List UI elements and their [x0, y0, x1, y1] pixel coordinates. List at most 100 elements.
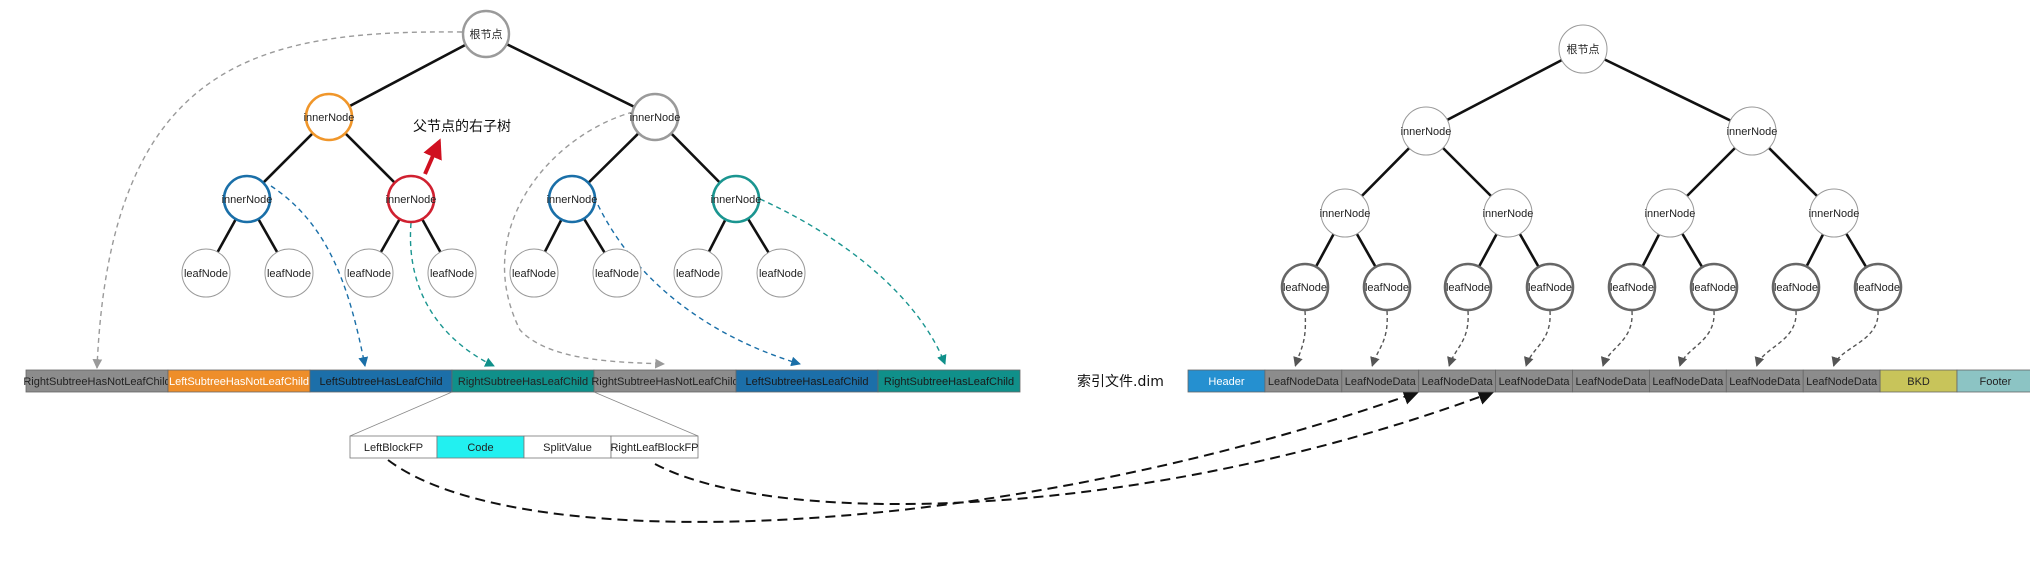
node-label: innerNode [630, 112, 681, 124]
right-inner-node: innerNode [1727, 106, 1778, 156]
index-file-cell-label: LeafNodeData [1499, 376, 1571, 388]
right-inner-node: innerNode [1483, 188, 1534, 238]
left-inner-node: innerNode [386, 174, 436, 224]
tree-edge [485, 32, 656, 119]
right-leaf-node: leafNode [1362, 262, 1412, 312]
right-leaf-node: leafNode [1853, 262, 1903, 312]
array-cells: RightSubtreeHasNotLeafChildLeftSubtreeHa… [23, 369, 2030, 459]
node-label: innerNode [1727, 126, 1778, 138]
left-inner-node: innerNode [222, 174, 273, 224]
right-leaf-node: leafNode [1443, 262, 1493, 312]
pointer-arrow [1831, 310, 1879, 367]
right-leaf-node: leafNode [1280, 262, 1330, 312]
record-field-label: RightLeafBlockFP [610, 442, 698, 454]
node-label: leafNode [347, 268, 391, 280]
pointer-arrow [1524, 310, 1551, 367]
index-file-cell-label: LeafNodeData [1806, 376, 1878, 388]
left-leaf-node: leafNode [509, 248, 559, 298]
left-inner-node: innerNode [304, 92, 355, 142]
index-file-cell-label: BKD [1907, 376, 1930, 388]
index-file-cell: Footer [1956, 369, 2030, 393]
left-leaf-node: leafNode [673, 248, 723, 298]
node-label: 根节点 [470, 27, 503, 41]
index-file-cell: LeafNodeData [1725, 369, 1804, 393]
node-label: innerNode [1401, 126, 1452, 138]
node-label: innerNode [1809, 208, 1860, 220]
node-label: innerNode [1645, 208, 1696, 220]
node-label: leafNode [1692, 282, 1736, 294]
node-label: innerNode [222, 194, 273, 206]
pointer-arrow [1754, 310, 1797, 367]
node-label: innerNode [711, 194, 762, 206]
packed-array-cell-label: RightSubtreeHasLeafChild [884, 376, 1014, 388]
node-label: 根节点 [1567, 42, 1600, 56]
left-leaf-node: leafNode [344, 248, 394, 298]
index-file-cell-label: LeafNodeData [1422, 376, 1494, 388]
packed-array-cell: LeftSubtreeHasLeafChild [735, 369, 879, 393]
node-label: innerNode [1483, 208, 1534, 220]
pointer-arrows [92, 31, 1879, 523]
left-leaf-node: leafNode [592, 248, 642, 298]
index-file-cell-label: LeafNodeData [1268, 376, 1340, 388]
right-subtree-arrow [423, 138, 442, 175]
index-file-cell: LeafNodeData [1572, 369, 1650, 393]
record-field-label: LeftBlockFP [364, 442, 423, 454]
index-file-cell-label: Footer [1980, 376, 2012, 388]
record-field: LeftBlockFP [349, 435, 438, 459]
right-inner-node: innerNode [1809, 188, 1860, 238]
pointer-arrow [1600, 310, 1633, 367]
node-label: leafNode [1528, 282, 1572, 294]
index-file-cell-label: LeafNodeData [1729, 376, 1801, 388]
pointer-arrow [387, 389, 1420, 523]
pointer-arrow [654, 389, 1495, 506]
left-inner-node: innerNode [711, 174, 762, 224]
node-label: leafNode [1774, 282, 1818, 294]
node-label: leafNode [184, 268, 228, 280]
packed-array-cell: RightSubtreeHasNotLeafChild [591, 369, 739, 393]
right-root-node: 根节点 [1558, 24, 1608, 74]
pointer-arrow [270, 185, 369, 367]
node-label: leafNode [1365, 282, 1409, 294]
index-file-cell: LeafNodeData [1341, 369, 1420, 393]
right-subtree-annotation: 父节点的右子树 [413, 119, 511, 135]
packed-array-cell: RightSubtreeHasLeafChild [451, 369, 595, 393]
right-leaf-node: leafNode [1689, 262, 1739, 312]
index-file-cell: LeafNodeData [1495, 369, 1573, 393]
index-file-cell: LeafNodeData [1802, 369, 1881, 393]
pointer-arrow [1293, 310, 1307, 367]
pointer-arrow [759, 198, 947, 365]
node-label: leafNode [1856, 282, 1900, 294]
tree-edge [1582, 47, 1753, 133]
packed-array-cell: LeftSubtreeHasNotLeafChild [167, 369, 311, 393]
node-label: innerNode [304, 112, 355, 124]
pointer-arrow [503, 111, 665, 369]
left-inner-node: innerNode [547, 174, 598, 224]
packed-array-cell: RightSubtreeHasLeafChild [877, 369, 1021, 393]
record-field-label: Code [467, 442, 493, 454]
node-label: leafNode [676, 268, 720, 280]
node-label: innerNode [547, 194, 598, 206]
index-file-cell-label: Header [1208, 376, 1244, 388]
pointer-arrow [1677, 310, 1715, 367]
packed-array-cell-label: LeftSubtreeHasLeafChild [320, 376, 443, 388]
index-file-cell: LeafNodeData [1264, 369, 1343, 393]
index-file-cell-label: LeafNodeData [1345, 376, 1417, 388]
left-leaf-node: leafNode [427, 248, 477, 298]
node-label: leafNode [759, 268, 803, 280]
pointer-arrow [1370, 310, 1388, 367]
left-leaf-node: leafNode [264, 248, 314, 298]
pointer-arrow [597, 204, 801, 367]
pointer-arrow [92, 31, 463, 369]
packed-array-cell-label: RightSubtreeHasNotLeafChild [23, 376, 170, 388]
left-leaf-node: leafNode [181, 248, 231, 298]
node-label: innerNode [1320, 208, 1371, 220]
record-field-label: SplitValue [543, 442, 592, 454]
packed-array-cell-label: LeftSubtreeHasLeafChild [746, 376, 869, 388]
packed-array-cell: LeftSubtreeHasLeafChild [309, 369, 453, 393]
packed-array-cell: RightSubtreeHasNotLeafChild [23, 369, 171, 393]
index-file-cell-label: LeafNodeData [1575, 376, 1647, 388]
tree-edge [328, 32, 487, 119]
index-file-cell: Header [1187, 369, 1266, 393]
packed-array-cell-label: RightSubtreeHasLeafChild [458, 376, 588, 388]
